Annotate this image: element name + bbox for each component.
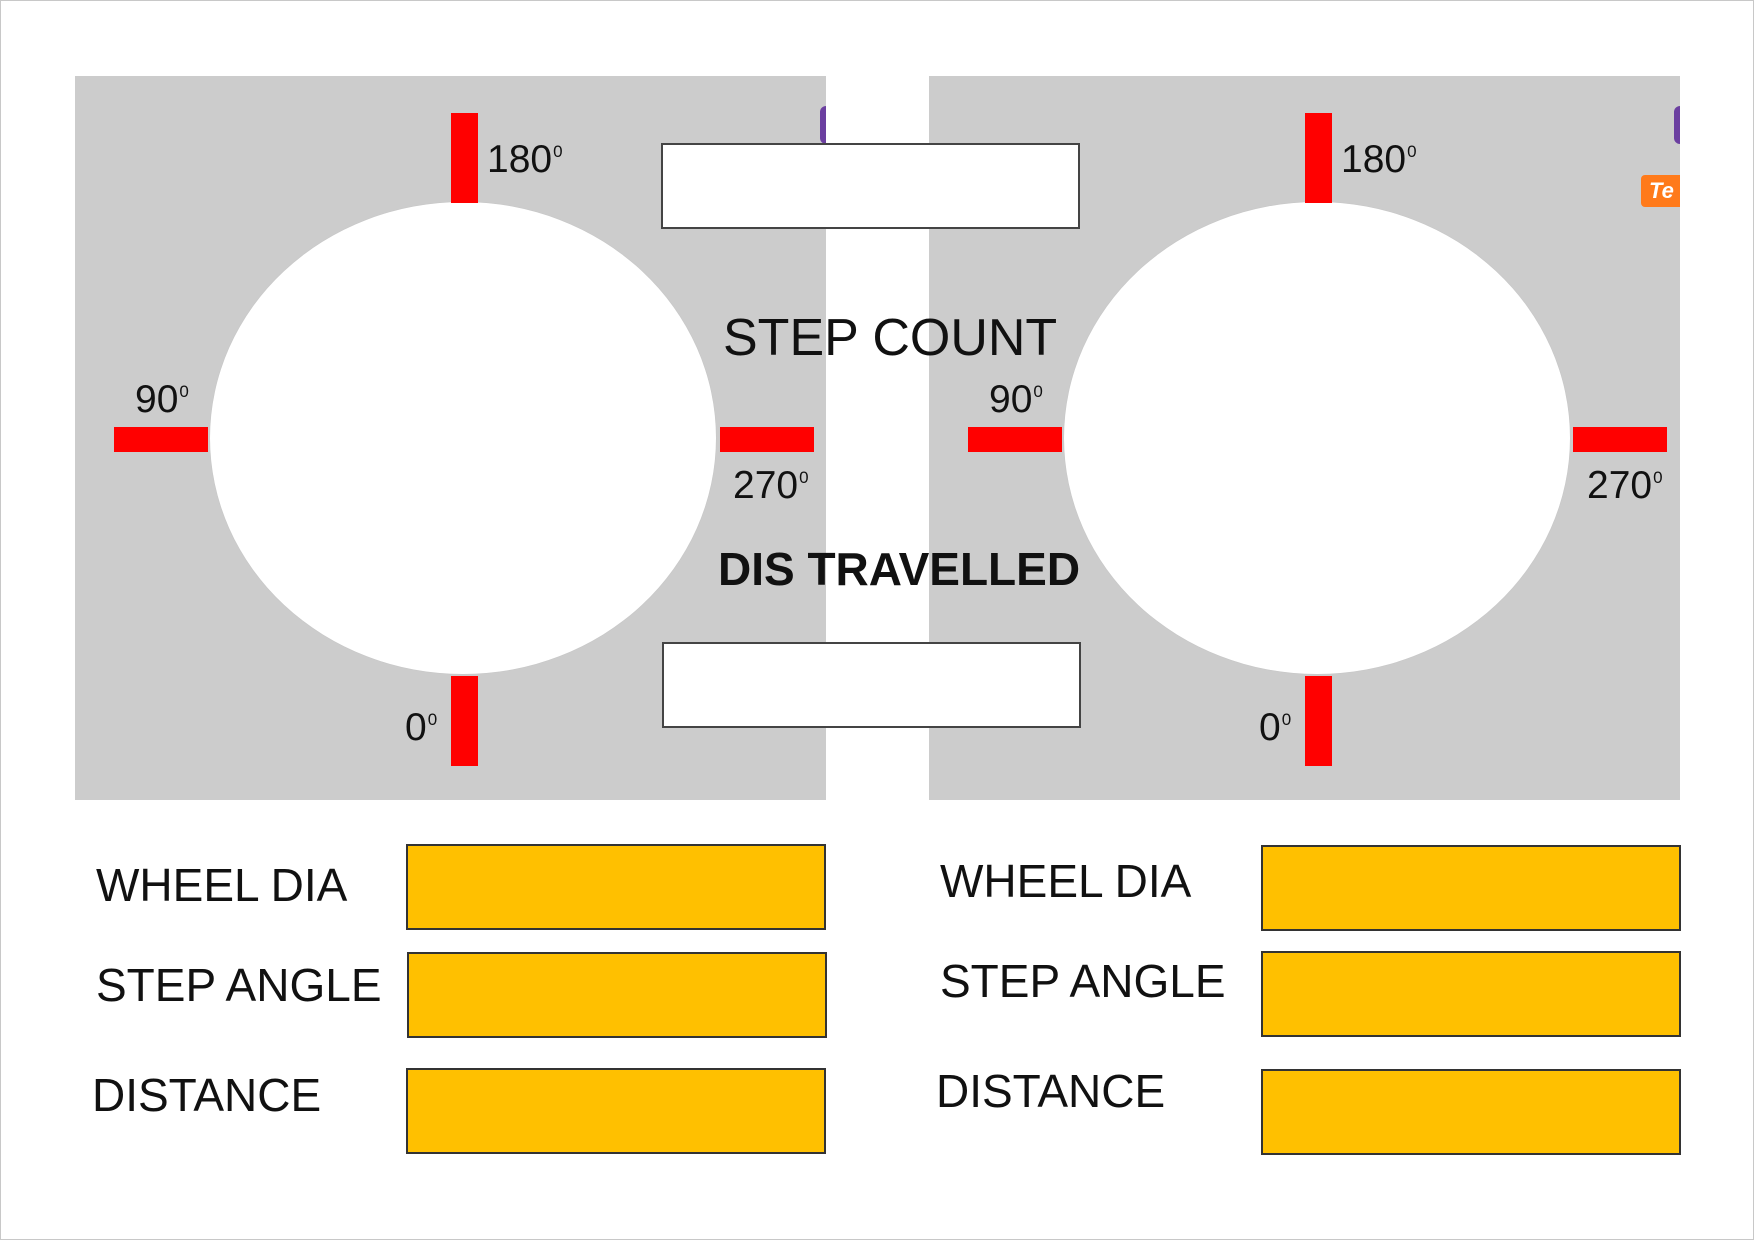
left-label-180: 1800 <box>487 138 563 181</box>
left-wheel-dia-label: WHEEL DIA <box>96 859 348 911</box>
left-marker-180 <box>451 113 478 203</box>
right-label-90: 900 <box>989 378 1043 421</box>
left-wheel-disc <box>210 202 716 674</box>
left-step-angle-field[interactable] <box>407 952 827 1038</box>
right-marker-90 <box>968 427 1062 452</box>
left-wheel-dia-field[interactable] <box>406 844 826 930</box>
left-step-angle-label: STEP ANGLE <box>96 959 382 1011</box>
left-edge-purple-shape <box>820 106 826 144</box>
left-distance-field[interactable] <box>406 1068 826 1154</box>
left-marker-90 <box>114 427 208 452</box>
right-marker-0 <box>1305 676 1332 766</box>
step-count-label: STEP COUNT <box>723 309 1058 367</box>
right-step-angle-field[interactable] <box>1261 951 1681 1037</box>
step-count-display <box>661 143 1080 229</box>
left-marker-0 <box>451 676 478 766</box>
right-wheel-dia-field[interactable] <box>1261 845 1681 931</box>
right-label-270: 2700 <box>1587 464 1663 507</box>
right-label-180: 1800 <box>1341 138 1417 181</box>
left-distance-label: DISTANCE <box>92 1069 322 1121</box>
right-wheel-disc <box>1064 202 1570 674</box>
right-marker-270 <box>1573 427 1667 452</box>
right-marker-180 <box>1305 113 1332 203</box>
right-wheel-dia-label: WHEEL DIA <box>940 855 1192 907</box>
right-step-angle-label: STEP ANGLE <box>940 955 1226 1007</box>
dis-travelled-display <box>662 642 1081 728</box>
left-label-270: 2700 <box>733 464 809 507</box>
right-edge-badge: Te <box>1641 175 1680 207</box>
right-label-0: 00 <box>1259 706 1292 749</box>
right-edge-purple-shape <box>1674 106 1680 144</box>
right-distance-field[interactable] <box>1261 1069 1681 1155</box>
left-label-90: 900 <box>135 378 189 421</box>
dis-travelled-label: DIS TRAVELLED <box>718 543 1081 595</box>
left-marker-270 <box>720 427 814 452</box>
left-label-0: 00 <box>405 706 438 749</box>
right-distance-label: DISTANCE <box>936 1065 1166 1117</box>
